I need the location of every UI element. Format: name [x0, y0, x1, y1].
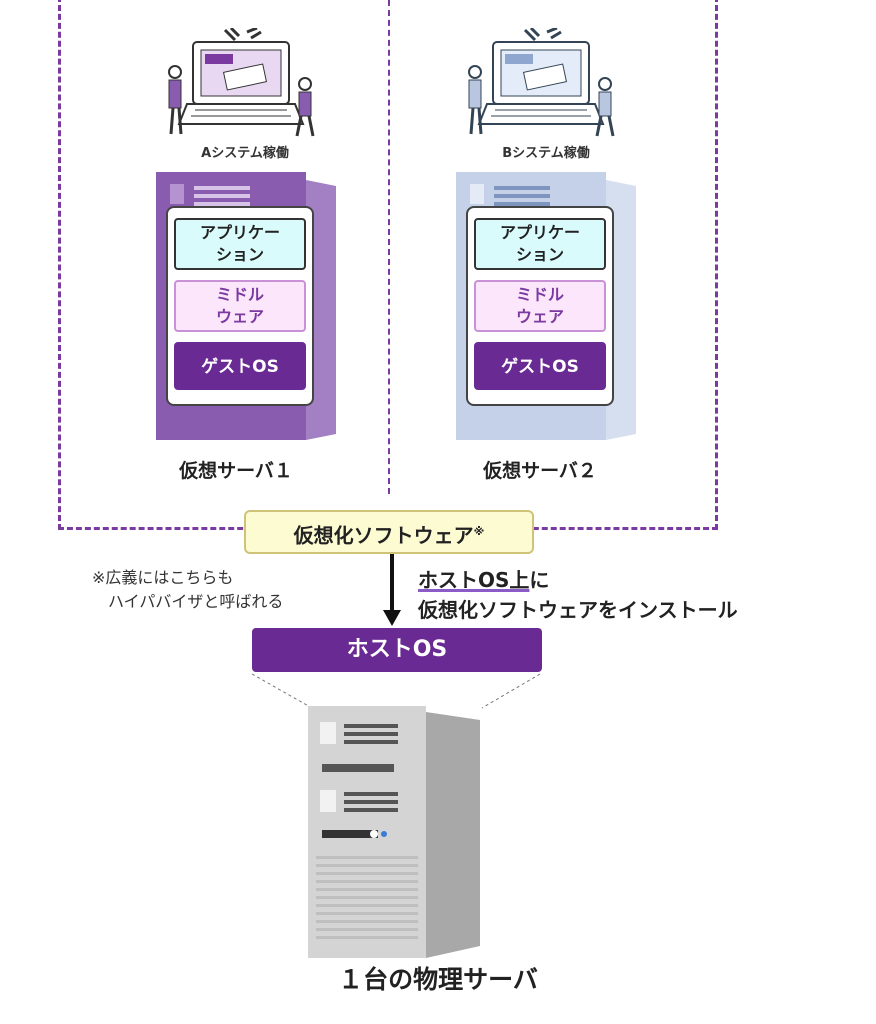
software-stack-panel: アプリケー ション ミドル ウェア ゲストOS — [166, 206, 314, 406]
install-note: ホストOS上に 仮想化ソフトウェアをインストール — [418, 565, 738, 625]
engineers-at-laptop-icon-b — [468, 28, 615, 137]
host-os-connector — [251, 673, 541, 709]
application-layer: アプリケー ション — [174, 218, 306, 270]
install-note-highlight: ホストOS上 — [418, 568, 530, 592]
physical-server-icon — [308, 706, 480, 958]
down-arrow-icon — [383, 554, 401, 626]
hypervisor-footnote: ※広義にはこちらも ハイパバイザと呼ばれる — [92, 568, 284, 611]
virtual-server-2-label: 仮想サーバ２ — [483, 460, 597, 482]
virtualization-software-label: 仮想化ソフトウェア — [293, 523, 474, 548]
guest-os-layer: ゲストOS — [174, 342, 306, 390]
virtual-server-1-label: 仮想サーバ１ — [179, 460, 293, 482]
footnote-mark: ※ — [473, 525, 485, 538]
virtual-server-2: アプリケー ション ミドル ウェア ゲストOS — [456, 172, 636, 440]
engineers-at-laptop-icon-a — [168, 28, 315, 137]
install-note-line1-rest: に — [529, 568, 550, 592]
virtualization-software-box: 仮想化ソフトウェア※ — [244, 510, 534, 554]
physical-server-label: １台の物理サーバ — [338, 965, 538, 994]
install-note-line2: 仮想化ソフトウェアをインストール — [418, 598, 738, 622]
software-stack-panel: アプリケー ション ミドル ウェア ゲストOS — [466, 206, 614, 406]
application-layer: アプリケー ション — [474, 218, 606, 270]
middleware-layer: ミドル ウェア — [474, 280, 606, 332]
virtual-server-1: アプリケー ション ミドル ウェア ゲストOS — [156, 172, 336, 440]
frame-divider — [388, 0, 390, 494]
middleware-layer: ミドル ウェア — [174, 280, 306, 332]
guest-os-layer: ゲストOS — [474, 342, 606, 390]
host-os-bar: ホストOS — [252, 628, 542, 672]
system-a-label: Aシステム稼働 — [201, 146, 289, 161]
system-b-label: Bシステム稼働 — [502, 146, 590, 161]
